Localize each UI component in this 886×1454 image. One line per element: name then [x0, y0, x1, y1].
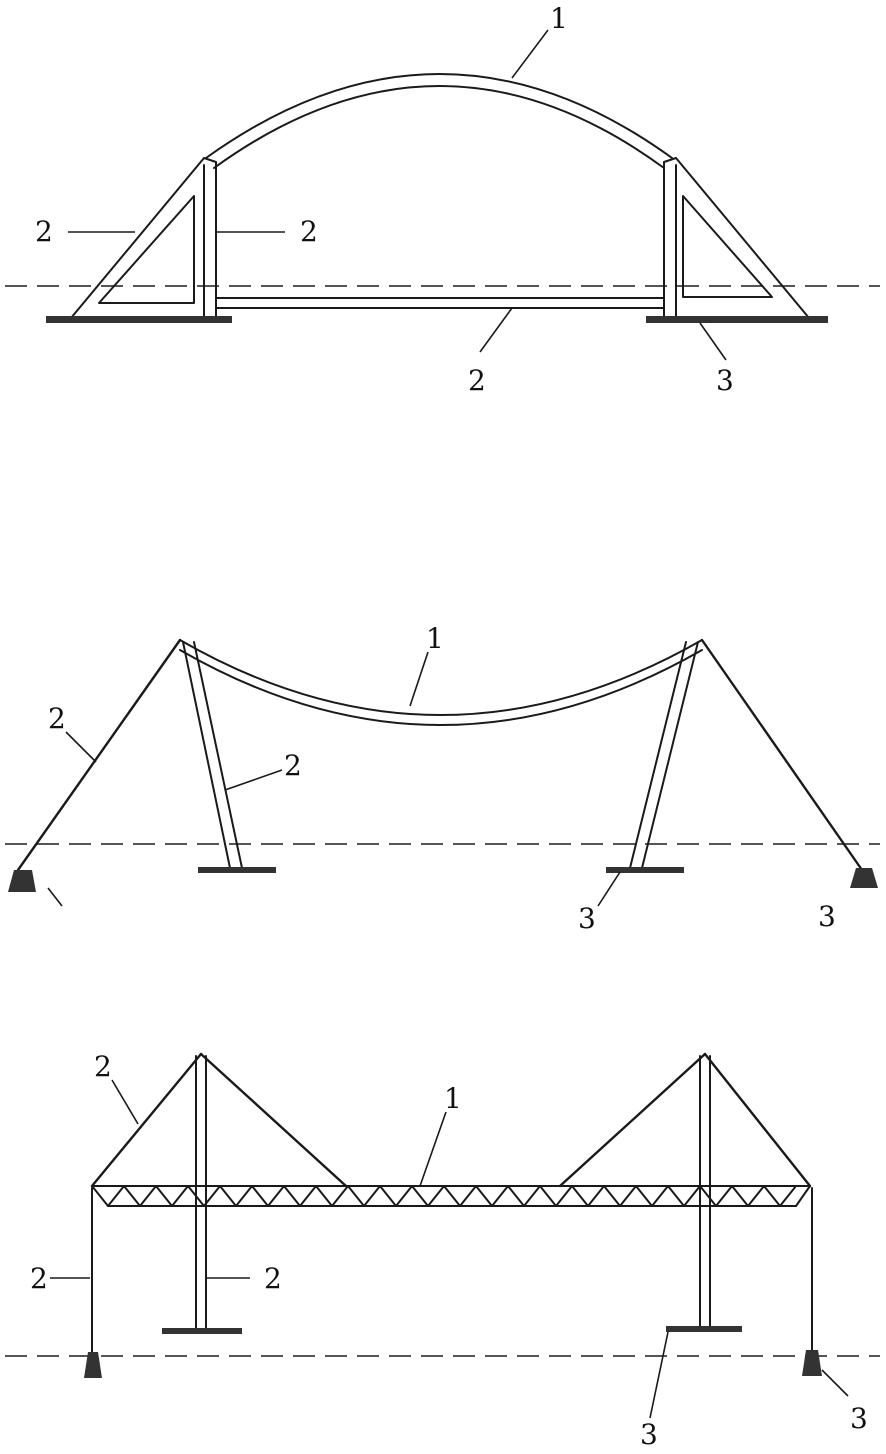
label-cable: 1 — [426, 622, 444, 655]
label-arch: 1 — [550, 2, 568, 35]
right-mast-foundation — [606, 867, 684, 873]
right-anchor — [802, 1350, 822, 1376]
leader-arch — [511, 29, 549, 79]
arch-inner — [213, 85, 665, 169]
leader-anchor — [821, 1369, 849, 1397]
left-mast-foundation — [198, 867, 276, 873]
cable-top — [179, 639, 703, 716]
figure-arch: 1 2 2 2 3 — [5, 2, 880, 397]
left-frame-inner — [98, 195, 195, 304]
right-tower — [558, 1052, 812, 1331]
label-foundation-mid: 3 — [578, 902, 596, 935]
truss-left-end — [91, 1185, 109, 1207]
right-mast — [629, 641, 699, 869]
cable-bottom — [179, 649, 703, 726]
right-frame-inner — [682, 195, 773, 298]
right-anchor — [850, 868, 878, 888]
left-tower-foundation — [162, 1328, 242, 1334]
label-hanger: 2 — [30, 1262, 48, 1295]
label-strut-outer: 2 — [35, 215, 53, 248]
right-frame-outer — [663, 157, 810, 319]
left-tower — [90, 1052, 348, 1331]
arch-outer — [205, 73, 673, 159]
leader-tie — [479, 307, 513, 353]
leader-backstay — [65, 731, 97, 763]
right-mast-edge-b — [629, 641, 687, 869]
left-stay-outer — [90, 1052, 203, 1188]
leader-stay — [111, 1079, 139, 1125]
truss-right-end — [795, 1185, 811, 1207]
label-foundation: 3 — [640, 1418, 658, 1451]
leader-cable — [409, 651, 429, 707]
label-strut-inner: 2 — [300, 215, 318, 248]
label-stay: 2 — [94, 1050, 112, 1083]
leader-foundation — [649, 1331, 669, 1419]
truss-web — [107, 1185, 797, 1207]
label-truss: 1 — [444, 1082, 462, 1115]
right-stay-outer — [703, 1052, 812, 1188]
leader-foundation — [699, 322, 727, 361]
leader-truss — [419, 1111, 447, 1187]
left-backstay — [16, 638, 182, 872]
label-mast: 2 — [284, 749, 302, 782]
left-anchor — [8, 870, 36, 892]
left-mast — [182, 641, 243, 869]
label-anchor: 3 — [850, 1402, 868, 1435]
figure-truss: 1 2 2 2 3 3 — [5, 1050, 880, 1451]
figure-suspension: 1 2 2 3 3 — [5, 622, 880, 935]
left-anchor — [84, 1352, 102, 1378]
label-backstay: 2 — [48, 702, 66, 735]
left-mast-edge-b — [193, 641, 243, 869]
right-abutment-frame — [663, 157, 810, 319]
right-stay-inner — [558, 1052, 707, 1188]
leader-foundation-mid — [597, 871, 621, 907]
leader-mast — [224, 769, 283, 791]
leader-left-anchor — [47, 887, 63, 907]
label-tie: 2 — [468, 364, 486, 397]
label-mast: 2 — [264, 1262, 282, 1295]
right-tower-foundation — [666, 1326, 742, 1332]
left-frame-outer — [70, 157, 217, 319]
label-foundation: 3 — [716, 364, 734, 397]
left-stay-inner — [199, 1052, 348, 1188]
right-backstay — [700, 638, 864, 872]
right-foundation — [646, 316, 828, 323]
label-anchor: 3 — [818, 900, 836, 933]
left-foundation — [46, 316, 232, 323]
right-mast-edge-a — [641, 641, 699, 869]
left-mast-edge-a — [182, 641, 231, 869]
left-abutment-frame — [70, 157, 217, 319]
